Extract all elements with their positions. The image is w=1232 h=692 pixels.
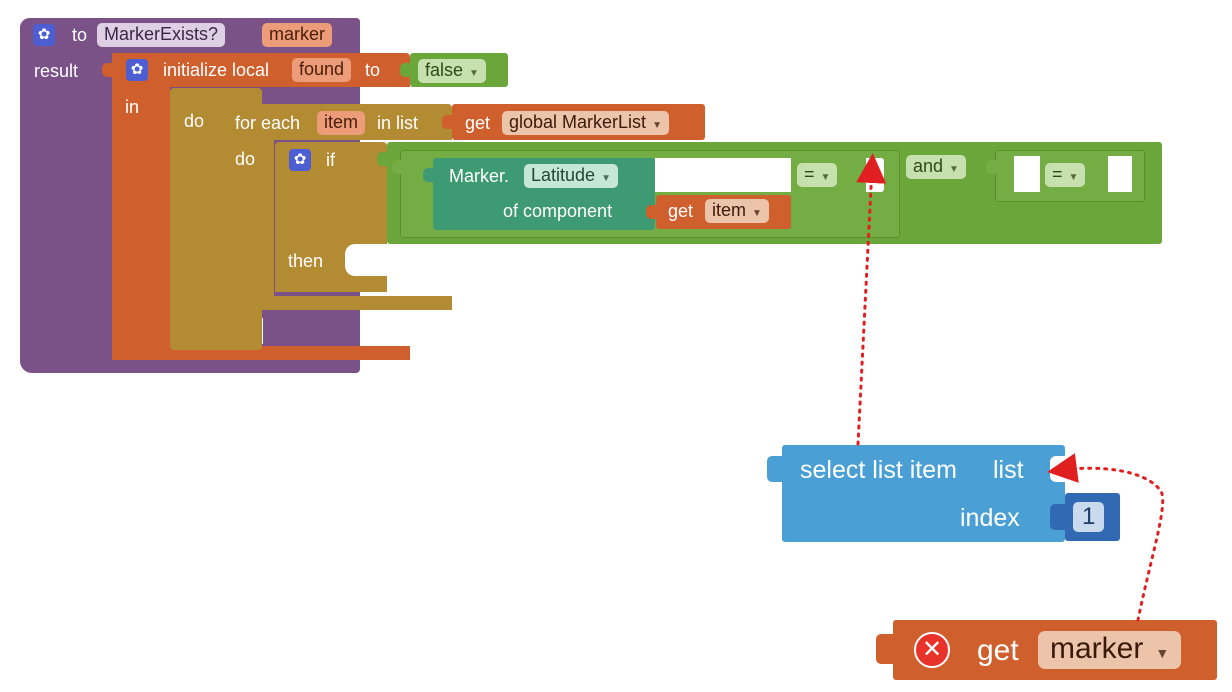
get-item-dropdown[interactable]: item ▼ [705, 199, 769, 223]
get-marker-plug [876, 634, 894, 664]
latitude-label: Latitude [531, 165, 596, 185]
dropdown-arrow-icon: ▼ [601, 173, 611, 184]
for-each-var-item[interactable]: item [317, 111, 366, 135]
dropdown-arrow-icon: ▼ [1155, 645, 1170, 661]
get-marker-label: get [977, 634, 1019, 667]
dropdown-arrow-icon: ▼ [1068, 172, 1079, 183]
get-global-plug [442, 115, 452, 129]
false-plug [400, 63, 410, 77]
marker-latitude-plug [423, 168, 433, 182]
initialize-local-plug [102, 63, 112, 77]
get-item-var: item [712, 200, 747, 220]
get-marker-var: marker [1050, 632, 1144, 665]
select-list-item-label: select list item [800, 456, 957, 484]
for-each-body [222, 104, 274, 310]
compare-2-plug [986, 160, 996, 174]
marker-component-label: Marker. [449, 166, 510, 186]
error-icon[interactable]: ✕ [914, 632, 950, 668]
local-to-label: to [365, 60, 381, 80]
equals-1-left-socket [655, 158, 791, 192]
equals-1-label: = [804, 164, 815, 184]
equals-1-dropdown[interactable]: =▼ [797, 163, 838, 187]
initialize-gear-icon[interactable]: ✿ [126, 59, 148, 81]
arrow-marker-to-list [1047, 453, 1165, 622]
latitude-dropdown[interactable]: Latitude ▼ [524, 164, 618, 188]
for-each-footer [222, 296, 452, 310]
initialize-local-label: initialize local [163, 60, 270, 80]
procedure-param-marker[interactable]: marker [262, 23, 333, 47]
then-statement-socket[interactable] [345, 244, 387, 276]
get-item-label: get [668, 201, 694, 221]
procedure-gear-icon[interactable]: ✿ [33, 24, 55, 46]
equals-2-right-socket[interactable] [1108, 156, 1132, 192]
select-list-plug [767, 456, 783, 482]
for-each-label: for each [235, 113, 301, 133]
of-component-label: of component [503, 201, 613, 221]
select-list-index-label: index [960, 504, 1020, 532]
dropdown-arrow-icon: ▼ [820, 172, 831, 183]
equals-2-dropdown[interactable]: =▼ [1045, 163, 1086, 187]
get-marker-dropdown[interactable]: marker ▼ [1038, 631, 1182, 669]
dropdown-arrow-icon: ▼ [949, 164, 959, 175]
get-item-plug [646, 205, 656, 219]
false-value: false [425, 60, 464, 80]
in-list-label: in list [377, 113, 419, 133]
procedure-name-field[interactable]: MarkerExists? [97, 23, 226, 47]
and-plug [377, 152, 387, 166]
number-plug [1050, 504, 1066, 530]
compare-1-plug [392, 160, 402, 174]
dropdown-arrow-icon: ▼ [752, 208, 762, 219]
number-value-field[interactable]: 1 [1073, 502, 1105, 532]
dropdown-arrow-icon: ▼ [469, 68, 479, 79]
local-var-found[interactable]: found [292, 58, 352, 82]
equals-2-label: = [1052, 164, 1063, 184]
global-list-dropdown[interactable]: global MarkerList ▼ [502, 111, 669, 135]
if-gear-icon[interactable]: ✿ [289, 149, 311, 171]
initialize-local-body [112, 53, 170, 351]
global-list-name: global MarkerList [509, 112, 647, 132]
false-dropdown[interactable]: false ▼ [418, 59, 486, 83]
select-list-item-block[interactable] [782, 445, 1065, 542]
procedure-result-label: result [34, 61, 79, 81]
and-dropdown[interactable]: and ▼ [906, 155, 966, 179]
procedure-keyword: to [72, 25, 88, 45]
if-label: if [326, 150, 335, 170]
do-label: do [184, 111, 205, 131]
for-each-do-label: do [235, 149, 256, 169]
dropdown-arrow-icon: ▼ [652, 120, 662, 131]
local-in-label: in [125, 97, 140, 117]
equals-2-left-socket[interactable] [1014, 156, 1040, 192]
select-list-list-label: list [993, 456, 1024, 484]
arrow-select-to-equals [856, 153, 887, 446]
then-label: then [288, 251, 324, 271]
get-global-label: get [465, 113, 491, 133]
if-footer [275, 278, 387, 292]
and-label: and [913, 156, 944, 176]
